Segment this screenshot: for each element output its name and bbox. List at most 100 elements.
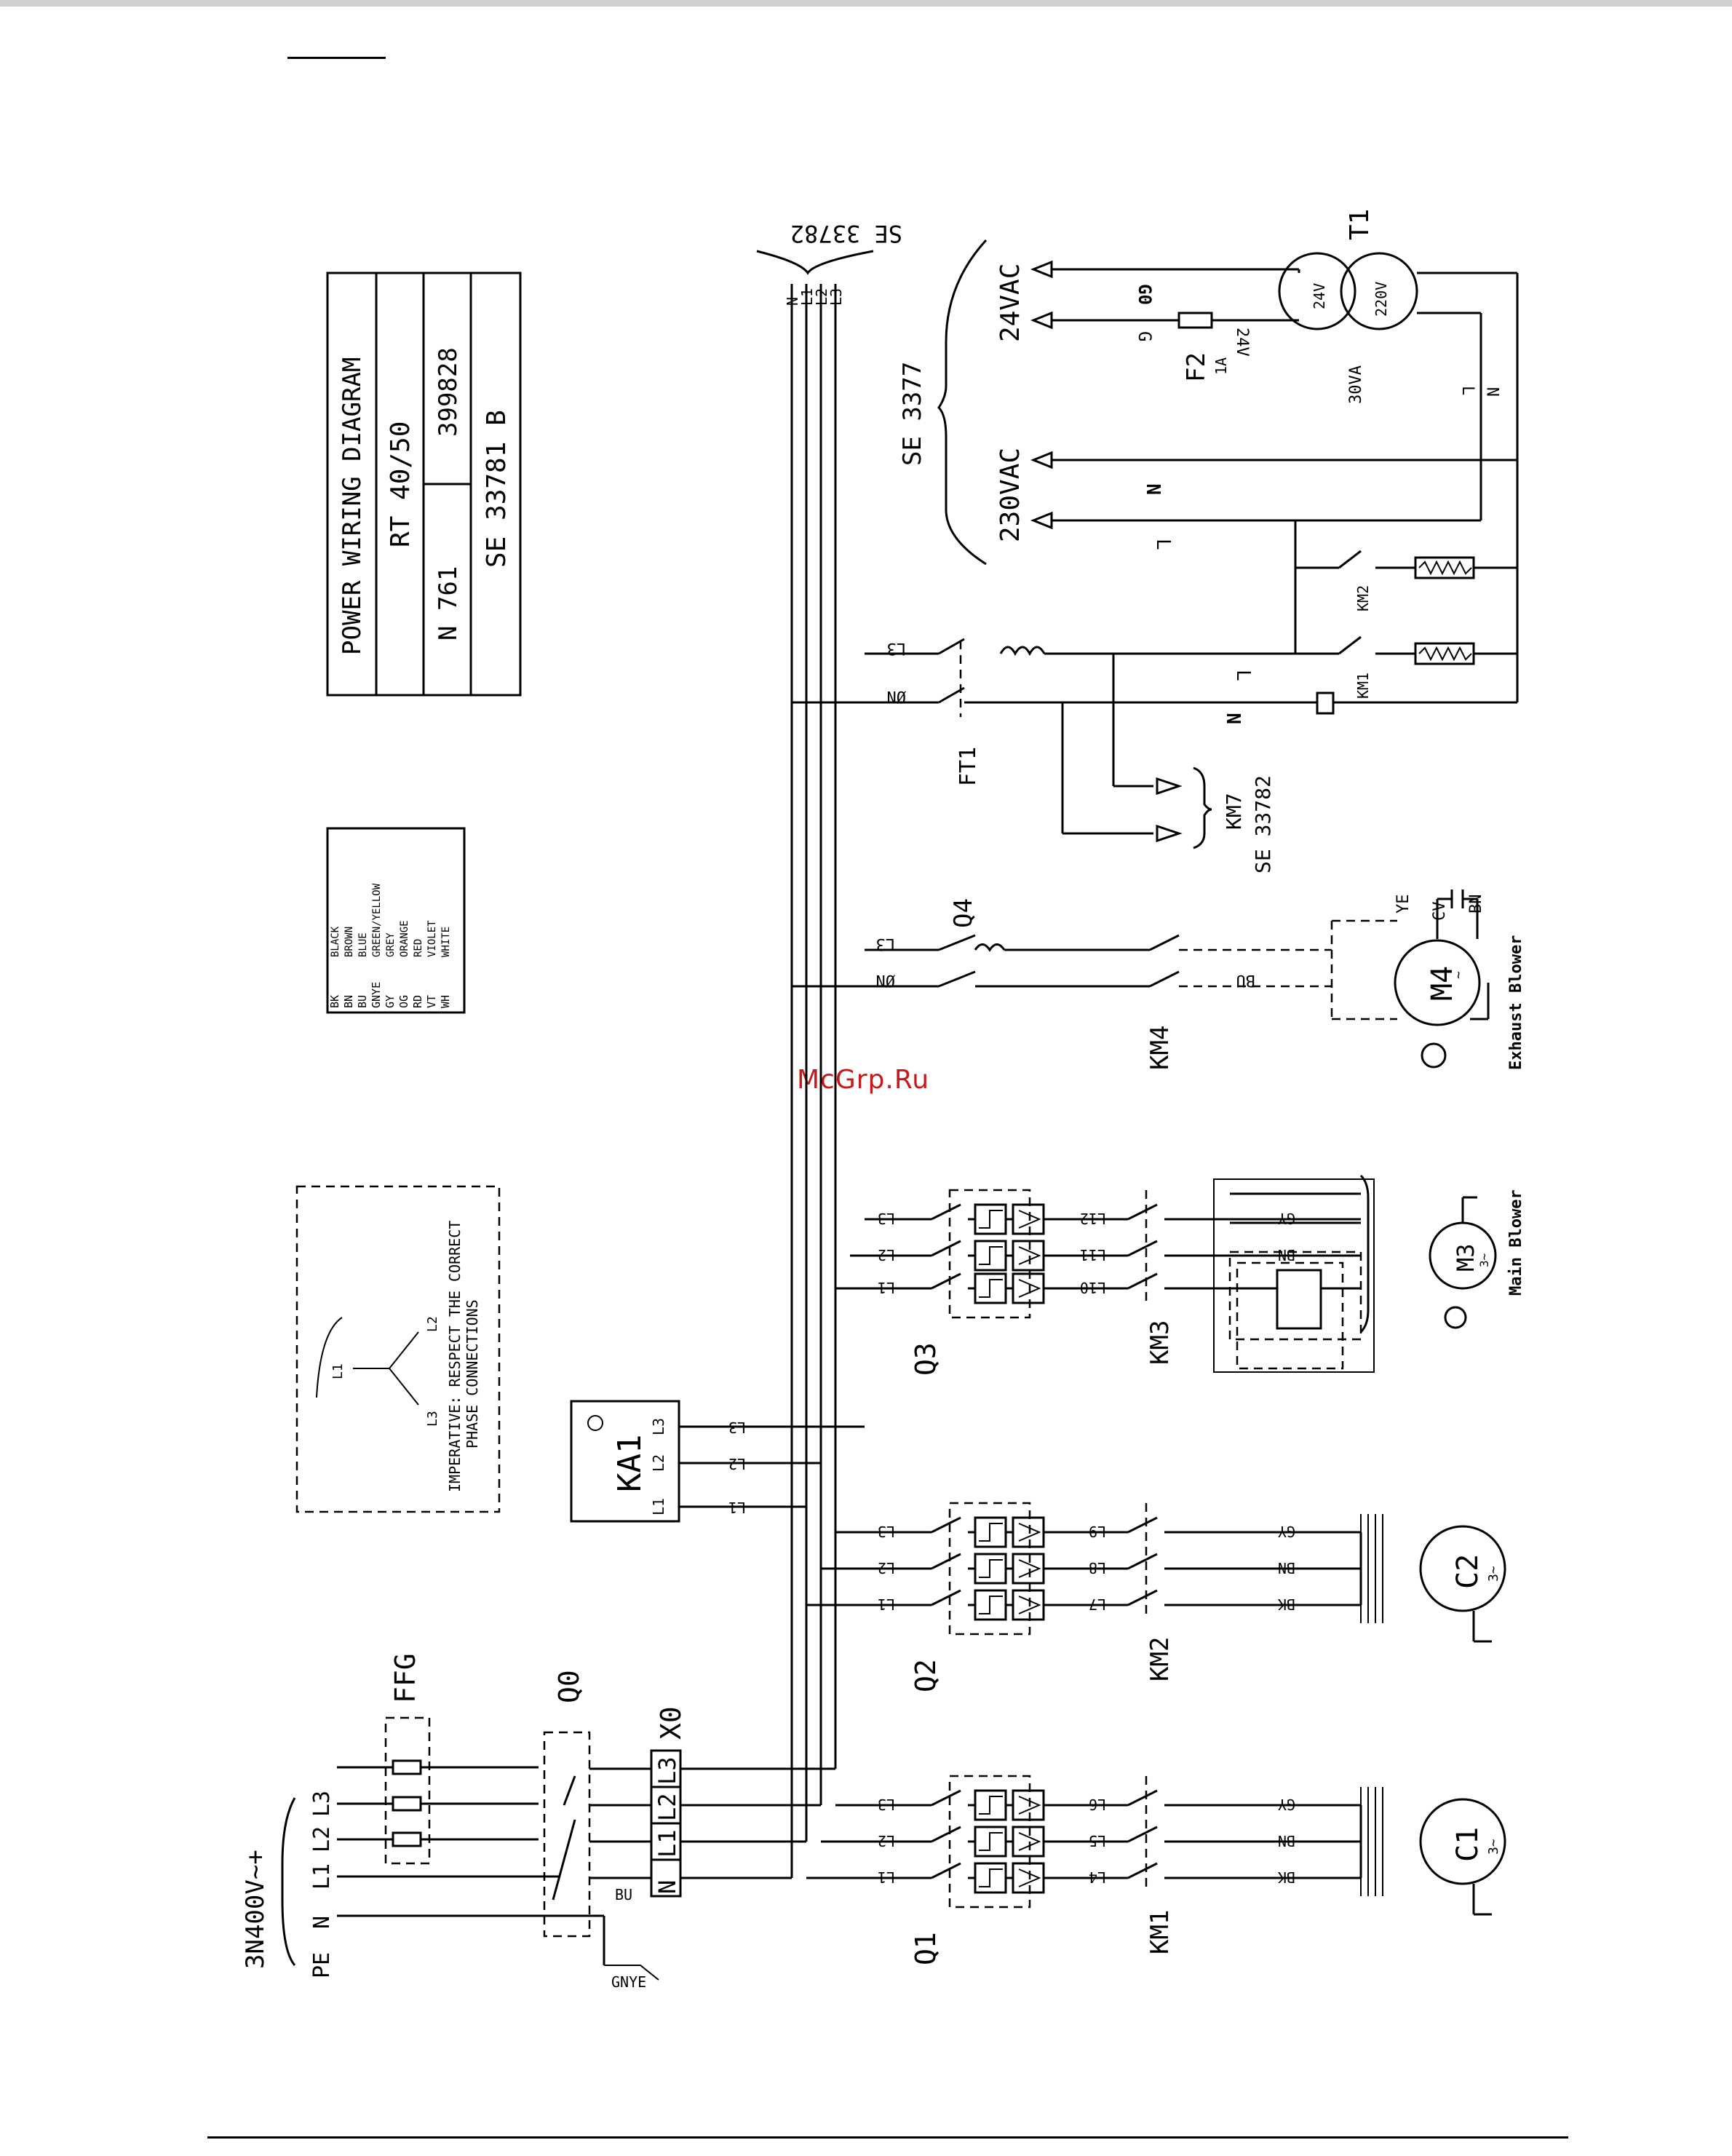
- ka1-name: KA1: [611, 1435, 648, 1492]
- legend-code: OG: [397, 995, 410, 1008]
- v230-label: 230VAC: [996, 448, 1025, 542]
- exhaust-wire-bu: BU: [1236, 971, 1256, 989]
- phase-note-line1: IMPERATIVE: RESPECT THE CORRECT: [446, 1221, 464, 1492]
- km2-coil-label: KM2: [1354, 585, 1372, 611]
- t1-wire-n: N: [1485, 387, 1503, 397]
- legend-name: WHITE: [440, 927, 452, 957]
- q4-label: Q4: [949, 898, 978, 928]
- legend-code: RD: [411, 995, 424, 1008]
- supply-terminal: L1: [309, 1863, 335, 1890]
- wire-g0: G0: [1135, 284, 1155, 305]
- t1-rating: 30VA: [1347, 365, 1365, 404]
- color-legend: BKBLACKBNBROWNBUBLUEGNYEGREEN/YELLOWGYGR…: [326, 827, 466, 1014]
- exhaust-wire-bn: BN: [1467, 895, 1485, 914]
- ka1-wire-label: L3: [728, 1419, 746, 1436]
- f2-label: F2: [1182, 352, 1211, 382]
- motor-label: C1: [1451, 1827, 1485, 1862]
- breaker-out-label: L12: [1080, 1210, 1106, 1227]
- wire-24v: 24V: [1233, 328, 1251, 357]
- wire-g: G: [1135, 331, 1155, 341]
- motor-phase: 3~: [1486, 1839, 1501, 1855]
- ka1-pin: L1: [650, 1498, 667, 1515]
- breaker-out-label: L9: [1089, 1523, 1106, 1540]
- legend-code: GY: [384, 995, 397, 1008]
- breaker-out-label: L10: [1080, 1279, 1106, 1296]
- legend-name: BLUE: [357, 932, 369, 957]
- km4-label: KM4: [1145, 1026, 1175, 1070]
- bus-line-label: L3: [827, 288, 845, 306]
- watermark: McGrp.Ru: [797, 1065, 930, 1095]
- phase-l3: L3: [425, 1411, 440, 1427]
- legend-code: BN: [342, 995, 355, 1008]
- bus-ref: SE 33782: [790, 220, 902, 247]
- supply-label: 3N400V~+: [241, 1850, 270, 1969]
- exhaust-in-l3: L3: [876, 935, 896, 953]
- breaker-in-label: L3: [878, 1523, 895, 1540]
- motor-wire-label: BK: [1278, 1868, 1295, 1886]
- ka1-wire-label: L2: [728, 1455, 746, 1473]
- motor-wire-label: BN: [1278, 1559, 1295, 1577]
- contactor-label: KM1: [1145, 1910, 1175, 1954]
- supply-terminal: L2: [309, 1826, 335, 1852]
- phase-l1: L1: [330, 1363, 346, 1379]
- legend-code: BK: [328, 995, 341, 1008]
- breaker-in-label: L2: [878, 1246, 895, 1264]
- x0-terminal: L1: [654, 1829, 681, 1858]
- legend-code: WH: [439, 995, 452, 1008]
- motor-wire-label: BN: [1278, 1246, 1295, 1264]
- wire-l-230: L: [1152, 539, 1174, 550]
- legend-name: RED: [413, 939, 424, 957]
- control-n: N: [1224, 713, 1246, 724]
- gnye-label: GNYE: [611, 1973, 646, 1991]
- contactor-label: KM2: [1145, 1637, 1175, 1681]
- legend-code: GNYE: [370, 982, 383, 1008]
- phase-note-line2: PHASE CONNECTIONS: [464, 1299, 481, 1448]
- motor-wire-label: GY: [1278, 1523, 1295, 1540]
- exhaust-caption: Exhaust Blower: [1507, 935, 1525, 1070]
- header-rule: [287, 57, 386, 59]
- breaker-in-label: L1: [878, 1279, 895, 1296]
- ka1-pin: L3: [650, 1418, 667, 1435]
- ref-3377: SE 3377: [898, 362, 927, 466]
- legend-name: BROWN: [343, 927, 355, 957]
- m4-phase: ~: [1451, 971, 1466, 979]
- control-circuit: FT1 KM7 SE 33782 ØN L3 N L KM1 KM2: [792, 209, 1519, 873]
- t1-primary: 220V: [1373, 282, 1390, 317]
- model-text: RT 40/50: [386, 421, 416, 547]
- wire-n-230: N: [1144, 483, 1166, 495]
- breaker-label: Q2: [910, 1659, 942, 1692]
- breaker-out-label: L4: [1089, 1868, 1106, 1886]
- motor-label: M3: [1452, 1243, 1479, 1272]
- breaker-out-label: L6: [1089, 1796, 1106, 1813]
- x0-terminal: L3: [654, 1756, 681, 1785]
- breaker-in-label: L1: [878, 1868, 895, 1886]
- control-in-l3: L3: [887, 639, 907, 657]
- ffg-label: FFG: [389, 1653, 421, 1703]
- m4-label: M4: [1426, 966, 1459, 1001]
- title-text: POWER WIRING DIAGRAM: [338, 357, 367, 655]
- t1-secondary: 24V: [1311, 283, 1328, 309]
- bus-line-label: N: [784, 297, 801, 306]
- supply-terminal: PE: [309, 1952, 335, 1978]
- x0-terminal: N: [654, 1880, 681, 1894]
- t1-label: T1: [1345, 209, 1375, 240]
- exhaust-wire-cv: CV: [1431, 902, 1449, 922]
- km7-ref: SE 33782: [1251, 775, 1275, 873]
- breaker-in-label: L2: [878, 1559, 895, 1577]
- control-in-n: ØN: [887, 687, 907, 705]
- breaker-in-label: L3: [878, 1796, 895, 1813]
- breaker-in-label: L3: [878, 1210, 895, 1227]
- breaker-label: Q3: [910, 1342, 942, 1376]
- number-right: 399828: [434, 347, 463, 437]
- breaker-out-label: L8: [1089, 1559, 1106, 1577]
- motor-wire-label: BK: [1278, 1596, 1295, 1613]
- km1-coil-label: KM1: [1354, 673, 1372, 699]
- footer-rule: [207, 2136, 1568, 2139]
- breaker-out-label: L7: [1089, 1596, 1106, 1613]
- exhaust-wire-ye: YE: [1394, 895, 1413, 914]
